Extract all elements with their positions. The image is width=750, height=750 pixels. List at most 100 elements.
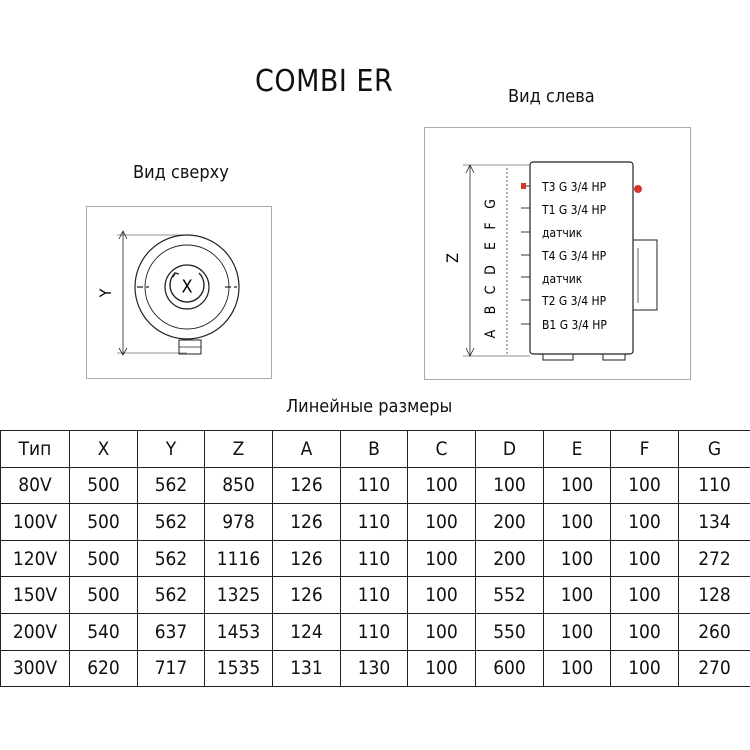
table-cell: 620: [69, 649, 138, 688]
table-cell: 100V: [0, 503, 70, 541]
side-bracket: [632, 239, 658, 311]
table-cell: 80V: [0, 466, 70, 505]
table-cell: 562: [137, 466, 205, 505]
table-cell: 550: [475, 612, 544, 651]
top-view-drawing: X Y: [96, 230, 240, 356]
table-cell: 100: [610, 539, 679, 578]
table-cell: 130: [340, 649, 408, 688]
table-cell: 978: [204, 503, 273, 541]
connection-label-t4: T4 G 3/4 HP: [541, 249, 607, 263]
table-row: 300V 620 717 1535 131 130 100 600 100 10…: [0, 649, 750, 688]
table-cell: 100: [407, 612, 476, 651]
table-header-row: Тип X Y Z A B C D E F G: [0, 430, 750, 468]
table-cell: 110: [340, 539, 408, 578]
table-cell: 110: [678, 466, 750, 505]
header-y: Y: [137, 430, 205, 468]
table-cell: 552: [475, 576, 544, 614]
table-cell: 500: [69, 466, 138, 505]
table-cell: 1116: [204, 539, 273, 578]
table-caption: Линейные размеры: [286, 396, 453, 417]
table-cell: 637: [137, 612, 205, 651]
table-row: 120V 500 562 1116 126 110 100 200 100 10…: [0, 539, 750, 578]
table-cell: 110: [340, 503, 408, 541]
table-cell: 1535: [204, 649, 273, 688]
header-g: G: [678, 430, 750, 468]
table-cell: 200: [475, 539, 544, 578]
connection-label-t1: T1 G 3/4 HP: [541, 203, 607, 217]
table-cell: 100: [543, 612, 611, 651]
table-cell: 100: [610, 466, 679, 505]
table-cell: 100: [407, 539, 476, 578]
table-cell: 500: [69, 539, 138, 578]
table-cell: 200: [475, 503, 544, 541]
table-cell: 300V: [0, 649, 70, 688]
connection-label-t2: T2 G 3/4 HP: [541, 294, 607, 308]
dimension-letter-b: B: [483, 306, 499, 315]
table-cell: 100: [543, 649, 611, 688]
dimension-letter-a: A: [483, 329, 499, 338]
table-row: 100V 500 562 978 126 110 100 200 100 100…: [0, 503, 750, 541]
header-f: F: [610, 430, 679, 468]
x-dimension-label: X: [181, 277, 192, 298]
header-x: X: [69, 430, 138, 468]
table-cell: 100: [543, 503, 611, 541]
table-cell: 126: [272, 576, 341, 614]
connection-label-t3: T3 G 3/4 HP: [541, 180, 607, 194]
dimension-letter-f: F: [483, 222, 499, 229]
table-cell: 562: [137, 503, 205, 541]
table-cell: 100: [610, 503, 679, 541]
header-type: Тип: [0, 430, 70, 468]
table-cell: 562: [137, 576, 205, 614]
connection-label-sensor-upper: датчик: [542, 226, 583, 240]
table-cell: 540: [69, 612, 138, 651]
table-cell: 100: [543, 466, 611, 505]
table-cell: 500: [69, 503, 138, 541]
table-cell: 100: [543, 576, 611, 614]
table-cell: 100: [610, 649, 679, 688]
dimension-letter-d: D: [483, 265, 499, 275]
header-z: Z: [204, 430, 273, 468]
table-cell: 100: [407, 466, 476, 505]
table-cell: 1325: [204, 576, 273, 614]
table-cell: 110: [340, 612, 408, 651]
red-connection-icon: [521, 183, 526, 189]
connection-label-sensor-lower: датчик: [542, 272, 583, 286]
header-b: B: [340, 430, 408, 468]
y-dimension-label: Y: [96, 288, 115, 298]
table-cell: 100: [543, 539, 611, 578]
table-cell: 150V: [0, 576, 70, 614]
dimension-letter-c: C: [483, 285, 499, 294]
page-title: COMBI ER: [255, 64, 394, 99]
dimension-letter-e: E: [483, 242, 499, 250]
table-cell: 500: [69, 576, 138, 614]
table-cell: 600: [475, 649, 544, 688]
table-cell: 100: [407, 649, 476, 688]
table-cell: 110: [340, 466, 408, 505]
table-cell: 131: [272, 649, 341, 688]
table-cell: 100: [475, 466, 544, 505]
table-row: 150V 500 562 1325 126 110 100 552 100 10…: [0, 576, 750, 614]
header-d: D: [475, 430, 544, 468]
dimension-letter-g: G: [483, 199, 499, 209]
table-cell: 110: [340, 576, 408, 614]
header-e: E: [543, 430, 611, 468]
table-cell: 126: [272, 539, 341, 578]
side-view-caption: Вид слева: [508, 86, 595, 107]
table-cell: 717: [137, 649, 205, 688]
table-row: 200V 540 637 1453 124 110 100 550 100 10…: [0, 612, 750, 651]
table-row: 80V 500 562 850 126 110 100 100 100 100 …: [0, 466, 750, 505]
table-cell: 134: [678, 503, 750, 541]
dimensions-table: Тип X Y Z A B C D E F G 80V 500 562 850 …: [0, 430, 750, 688]
table-cell: 562: [137, 539, 205, 578]
table-cell: 100: [610, 576, 679, 614]
table-cell: 270: [678, 649, 750, 688]
table-cell: 200V: [0, 612, 70, 651]
table-cell: 100: [610, 612, 679, 651]
top-view-frame: X Y: [86, 206, 272, 379]
rotation-arrow: [169, 272, 205, 303]
table-cell: 272: [678, 539, 750, 578]
side-view-frame: Z A B C D E F G T3 G 3/4 HP T1 G 3/4 HP …: [424, 127, 691, 380]
z-dimension-label: Z: [443, 253, 462, 263]
table-cell: 120V: [0, 539, 70, 578]
table-cell: 100: [407, 503, 476, 541]
